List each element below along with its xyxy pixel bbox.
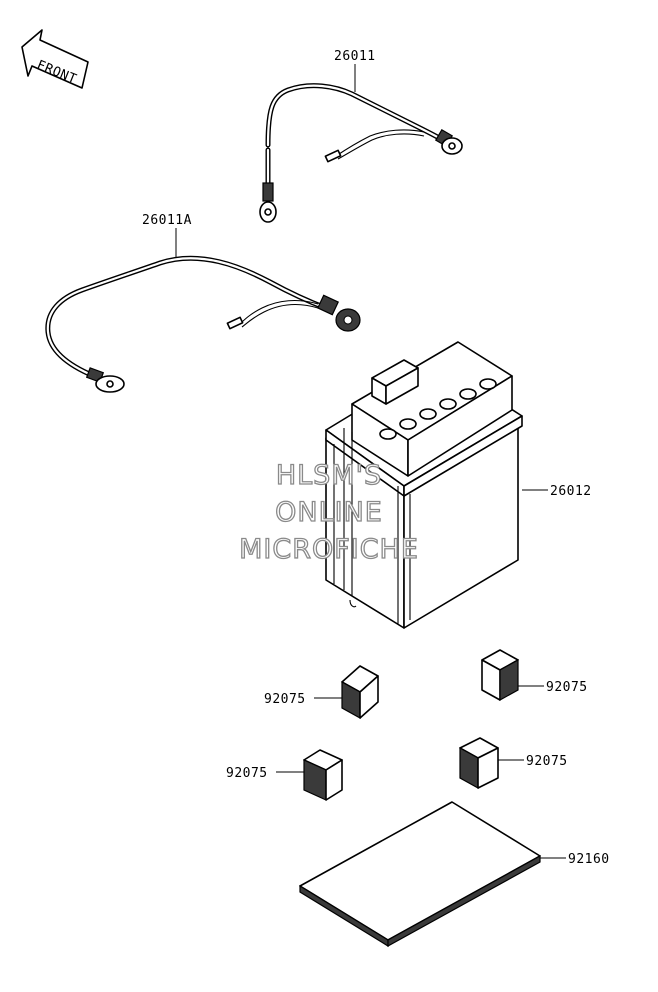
front-arrow: FRONT [21,29,89,89]
cable-negative[interactable] [45,255,361,393]
pad-right-lower[interactable] [459,737,499,790]
battery[interactable] [325,341,523,629]
watermark-line2: ONLINE [275,497,383,528]
callout-92075-right-upper: 92075 [546,680,588,695]
callout-92075-left-upper: 92075 [264,692,306,707]
pad-left-upper[interactable] [341,665,379,720]
watermark-line1: HLSM'S [276,460,382,491]
callout-26012: 26012 [550,484,592,499]
watermark: HLSM'S ONLINE MICROFICHE [238,459,419,565]
callout-92160: 92160 [568,852,610,867]
mat[interactable] [299,801,541,948]
callout-26011A: 26011A [142,213,192,228]
watermark-line3: MICROFICHE [239,534,419,565]
cable-positive[interactable] [259,83,463,223]
callout-92075-right-lower: 92075 [526,754,568,769]
callout-26011: 26011 [334,49,376,64]
callout-92075-left-lower: 92075 [226,766,268,781]
pad-left-lower[interactable] [303,749,343,801]
pad-right-upper[interactable] [481,649,519,702]
